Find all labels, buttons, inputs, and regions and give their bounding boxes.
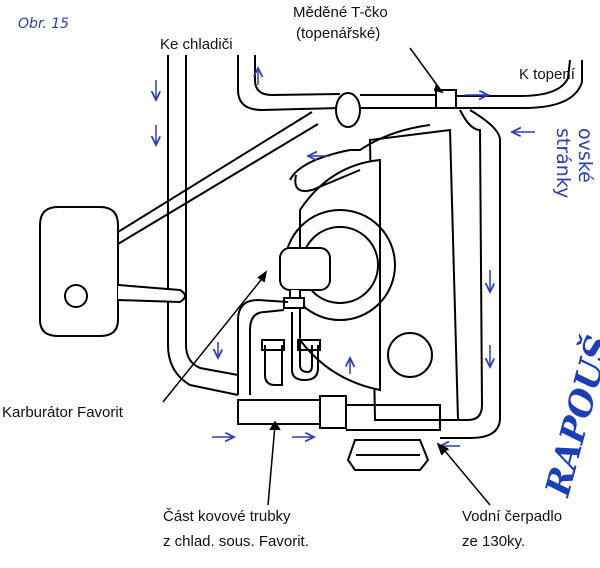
label-pump-2: ze 130ky. [462, 533, 526, 550]
leader-lines [162, 47, 491, 506]
flow-arrows [156, 68, 535, 446]
label-t-piece-1: Měděné T-čko [293, 4, 388, 21]
label-carburetor: Karburátor Favorit [2, 404, 123, 421]
carburetor [279, 247, 331, 309]
heater-loop [237, 55, 440, 112]
air-filter [39, 111, 319, 337]
label-k-topeni: K topení [519, 66, 575, 83]
carb-coolant-loop [237, 298, 321, 395]
heater-outlet-pipe [440, 59, 583, 439]
water-pump [346, 439, 430, 471]
engine-block [284, 124, 460, 421]
label-pipe-2: z chlad. sous. Favorit. [163, 533, 309, 550]
label-pump-1: Vodní čerpadlo [462, 508, 563, 525]
label-t-piece-2: (topenářské) [296, 25, 381, 42]
figure-label: Obr. 15 [18, 16, 70, 32]
label-pipe-1: Část kovové trubky [163, 508, 291, 525]
lower-pipe [237, 395, 441, 431]
label-ke-chladici: Ke chladiči [160, 36, 233, 53]
radiator-pipe [167, 55, 239, 396]
t-piece [335, 89, 457, 128]
watermark-site-text: ovské stránky [552, 128, 596, 199]
